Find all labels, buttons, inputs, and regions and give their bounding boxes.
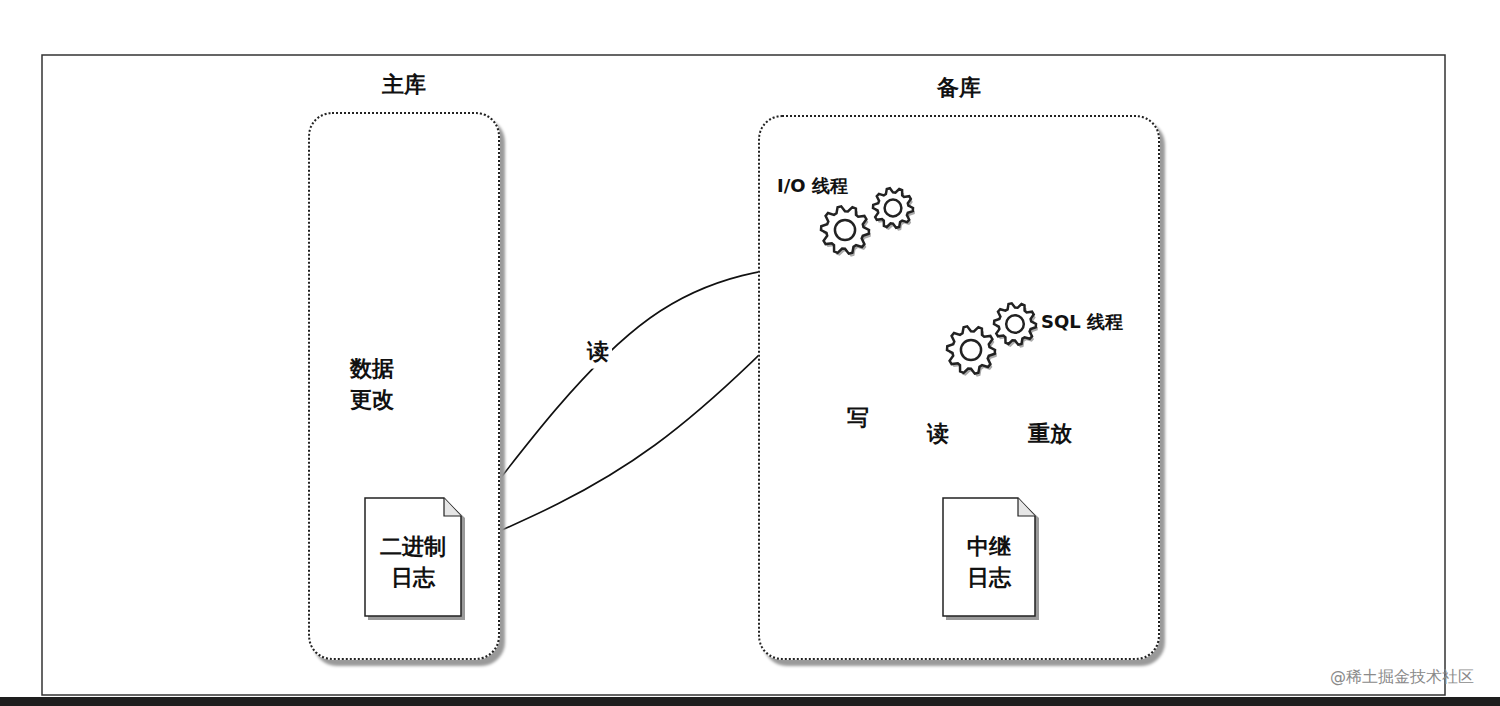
server-region: I/O 线程SQL 线程中继 日志备库 — [758, 115, 1160, 660]
region-heading: 备库 — [760, 73, 1158, 103]
annotation-label: 数据 更改 — [339, 353, 405, 417]
thread-name: I/O 线程 — [777, 174, 848, 198]
gear-icon — [937, 290, 1142, 380]
bottom-bar — [0, 697, 1500, 706]
thread-gears: I/O 线程 — [777, 172, 937, 264]
log-document: 二进制 日志 — [364, 497, 462, 617]
edge-label: 读 — [584, 336, 612, 369]
region-heading: 主库 — [310, 70, 498, 100]
thread-name: SQL 线程 — [1041, 310, 1123, 334]
log-document: 中继 日志 — [942, 497, 1036, 617]
outer-frame — [42, 55, 1445, 695]
edge-label: 重放 — [1025, 418, 1075, 451]
watermark: @稀土掘金技术社区 — [1330, 667, 1474, 688]
thread-gears: SQL 线程 — [937, 290, 1142, 380]
log-name: 中继 日志 — [954, 532, 1024, 594]
log-name: 二进制 日志 — [376, 532, 450, 594]
edge-label: 写 — [844, 402, 872, 435]
edge-label: 读 — [924, 418, 952, 451]
